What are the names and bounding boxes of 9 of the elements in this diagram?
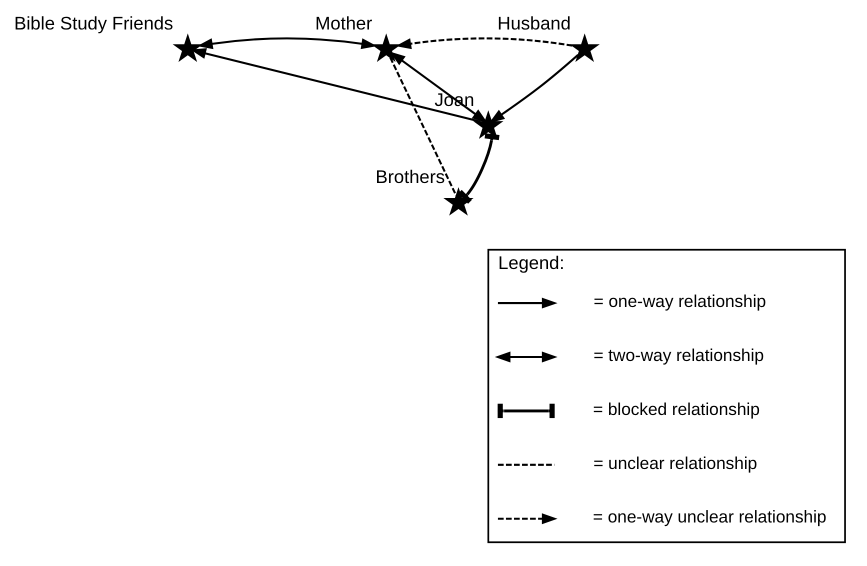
legend-label: = two-way relationship xyxy=(593,345,764,365)
legend-label: = blocked relationship xyxy=(593,398,760,419)
node-label: Mother xyxy=(315,12,372,34)
legend-label: = unclear relationship xyxy=(593,452,758,473)
legend-label: = one-way relationship xyxy=(594,291,766,312)
node-label: Bible Study Friends xyxy=(14,12,174,34)
node-label: Husband xyxy=(497,12,571,34)
node-label: Brothers xyxy=(376,166,445,187)
legend-label: = one-way unclear relationship xyxy=(592,506,826,527)
